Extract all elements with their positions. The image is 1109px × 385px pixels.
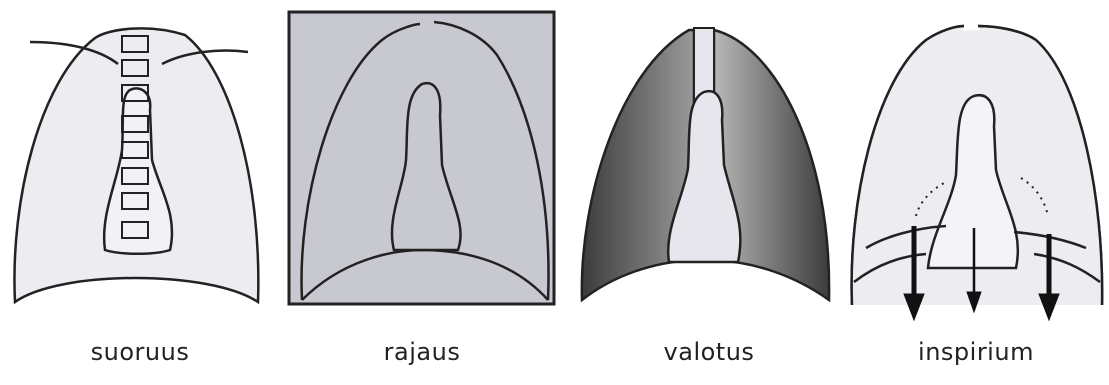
panel-rajaus: rajaus [282,0,564,385]
chest-straightness-diagram [0,0,270,320]
caption-valotus: valotus [619,338,799,366]
caption-rajaus: rajaus [332,338,512,366]
panel-suoruus: suoruus [0,0,270,385]
chest-framing-diagram [282,0,564,320]
panel-inspirium: inspirium [846,0,1109,385]
caption-inspirium: inspirium [886,338,1066,366]
chest-exposure-diagram [574,0,839,320]
caption-suoruus: suoruus [50,338,230,366]
panel-valotus: valotus [574,0,839,385]
chest-inspiration-diagram [846,0,1109,325]
